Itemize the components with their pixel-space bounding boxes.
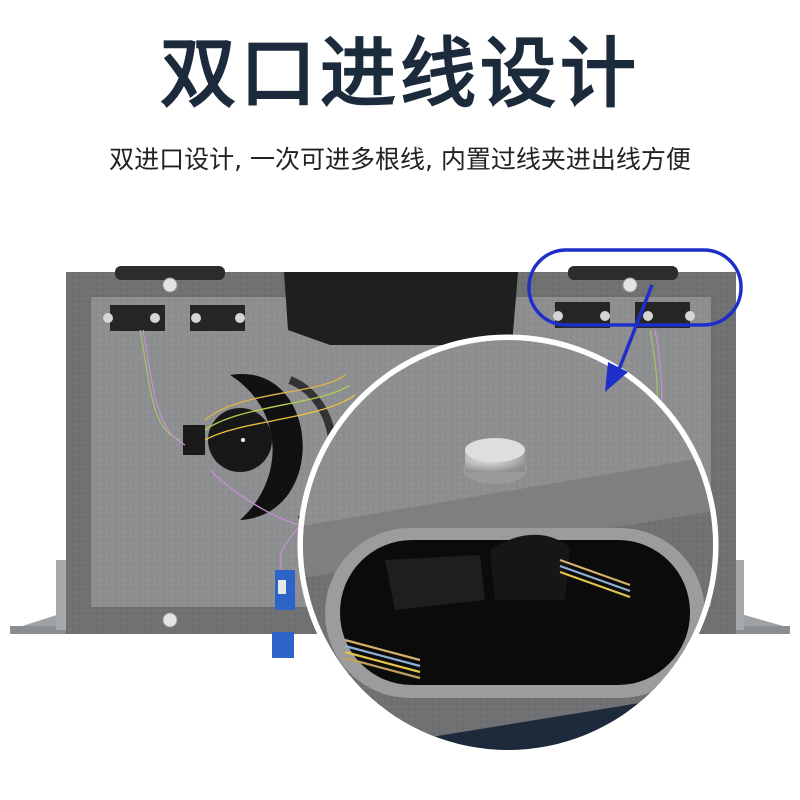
screw-top-right <box>622 277 638 293</box>
product-illustration <box>10 248 790 756</box>
page-subtitle: 双进口设计, 一次可进多根线, 内置过线夹进出线方便 <box>109 145 691 174</box>
mounting-ear-right <box>734 560 790 634</box>
grommet-right <box>568 266 678 280</box>
magnified-inset <box>297 334 719 756</box>
arrow-down-left-icon <box>605 284 654 392</box>
splice-tray-cover <box>284 272 518 345</box>
screw-top-left <box>162 277 178 293</box>
grommet-left <box>115 266 225 280</box>
page-title: 双口进线设计 <box>160 29 640 118</box>
sc-adapter <box>272 570 295 658</box>
screw-bottom <box>162 612 178 628</box>
cable-clamp-left <box>103 305 245 331</box>
mounting-ear-left <box>10 560 68 634</box>
